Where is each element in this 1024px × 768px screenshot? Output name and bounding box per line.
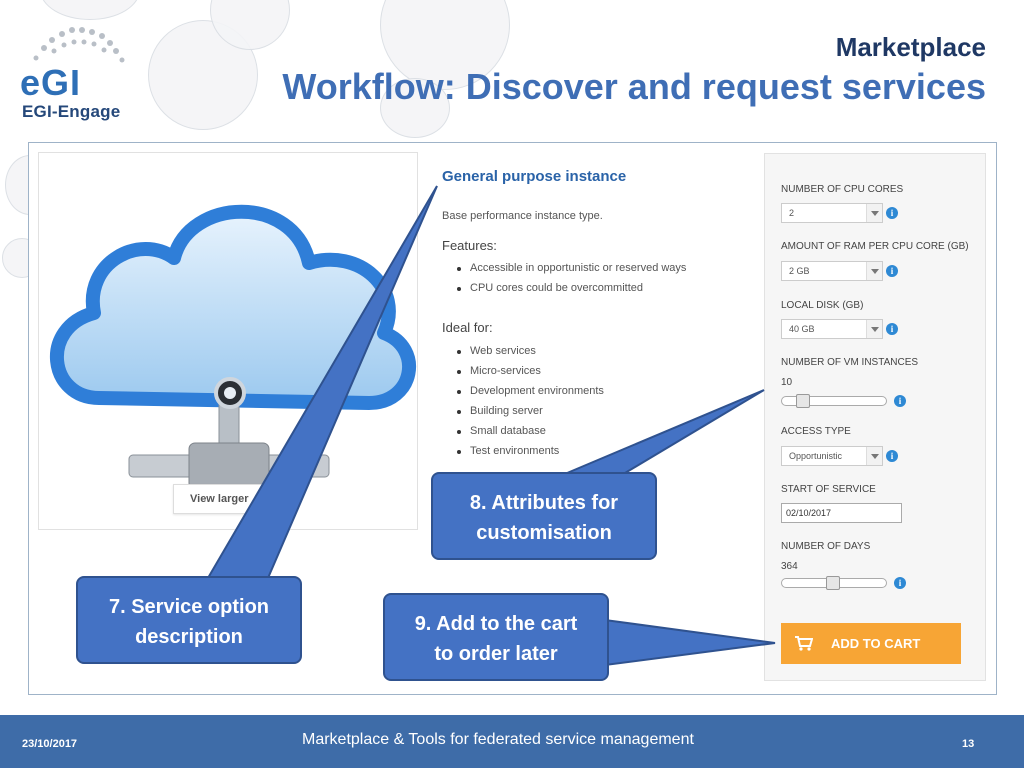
ideal-item: Micro-services bbox=[457, 365, 541, 377]
background-circle bbox=[40, 0, 140, 20]
local-disk-label: LOCAL DISK (GB) bbox=[781, 300, 864, 311]
ideal-item: Small database bbox=[457, 425, 546, 437]
start-of-service-label: START OF SERVICE bbox=[781, 484, 876, 495]
footer-title: Marketplace & Tools for federated servic… bbox=[302, 731, 694, 748]
ram-label: AMOUNT OF RAM PER CPU CORE (GB) bbox=[781, 241, 969, 252]
vm-instances-slider[interactable] bbox=[781, 394, 887, 408]
configuration-panel bbox=[764, 153, 986, 681]
ideal-item: Development environments bbox=[457, 385, 604, 397]
callout-line: 8. Attributes for bbox=[469, 492, 619, 514]
slide-subtitle: Marketplace bbox=[835, 32, 986, 62]
feature-item: CPU cores could be overcommitted bbox=[456, 282, 644, 294]
info-icon[interactable]: i bbox=[886, 450, 898, 462]
cart-icon bbox=[795, 636, 813, 651]
cpu-cores-select[interactable]: 2 bbox=[781, 203, 883, 223]
background-circle bbox=[380, 78, 450, 138]
access-type-label: ACCESS TYPE bbox=[781, 426, 851, 437]
product-summary: Base performance instance type. bbox=[442, 210, 603, 222]
egi-logo: eGI EGI-Engage bbox=[14, 18, 134, 128]
number-of-days-slider[interactable] bbox=[781, 576, 887, 590]
slider-handle[interactable] bbox=[826, 576, 840, 590]
access-type-value: Opportunistic bbox=[789, 451, 843, 461]
local-disk-select[interactable]: 40 GB bbox=[781, 319, 883, 339]
cpu-cores-label: NUMBER OF CPU CORES bbox=[781, 184, 904, 195]
vm-instances-label: NUMBER OF VM INSTANCES bbox=[781, 357, 919, 368]
logo-dots-icon bbox=[33, 27, 125, 63]
info-icon[interactable]: i bbox=[886, 265, 898, 277]
vm-instances-value: 10 bbox=[781, 377, 793, 388]
ideal-item: Test environments bbox=[456, 445, 560, 457]
ideal-heading: Ideal for: bbox=[442, 320, 493, 335]
info-icon[interactable]: i bbox=[894, 395, 906, 407]
view-larger-button[interactable]: View larger bbox=[173, 484, 263, 514]
callout-line: description bbox=[135, 626, 243, 648]
product-name: General purpose instance bbox=[442, 168, 627, 185]
info-icon[interactable]: i bbox=[886, 323, 898, 335]
callout-service-description: 7. Service option description bbox=[76, 576, 302, 664]
callout-line: 7. Service option bbox=[108, 596, 270, 618]
callout-line: to order later bbox=[434, 643, 558, 665]
cloud-server-icon bbox=[50, 204, 417, 490]
page-number: 13 bbox=[962, 738, 975, 750]
callout-line: 9. Add to the cart bbox=[414, 613, 578, 635]
callout-line: customisation bbox=[476, 522, 612, 544]
callout-add-to-cart: 9. Add to the cart to order later bbox=[383, 593, 609, 681]
chevron-down-icon[interactable] bbox=[866, 320, 882, 338]
slide-title: Workflow: Discover and request services bbox=[282, 66, 986, 107]
ram-select[interactable]: 2 GB bbox=[781, 261, 883, 281]
add-to-cart-label: ADD TO CART bbox=[831, 636, 921, 651]
cpu-cores-value: 2 bbox=[789, 208, 795, 218]
logo-text: EGI-Engage bbox=[22, 102, 121, 121]
slide-footer: 23/10/2017 Marketplace & Tools for feder… bbox=[0, 715, 1024, 768]
chevron-down-icon[interactable] bbox=[866, 204, 882, 222]
number-of-days-label: NUMBER OF DAYS bbox=[781, 541, 871, 552]
info-icon[interactable]: i bbox=[886, 207, 898, 219]
footer-date: 23/10/2017 bbox=[22, 738, 78, 750]
access-type-select[interactable]: Opportunistic bbox=[781, 446, 883, 466]
callout-attributes: 8. Attributes for customisation bbox=[431, 472, 657, 560]
feature-item: Accessible in opportunistic or reserved … bbox=[456, 262, 687, 274]
ideal-item: Web services bbox=[457, 345, 536, 357]
local-disk-value: 40 GB bbox=[789, 324, 815, 334]
chevron-down-icon[interactable] bbox=[866, 262, 882, 280]
chevron-down-icon[interactable] bbox=[866, 447, 882, 465]
product-image-panel[interactable] bbox=[38, 152, 418, 530]
slider-handle[interactable] bbox=[796, 394, 810, 408]
start-of-service-input[interactable]: 02/10/2017 bbox=[781, 503, 902, 523]
info-icon[interactable]: i bbox=[894, 577, 906, 589]
ideal-item: Building server bbox=[457, 405, 543, 417]
add-to-cart-button[interactable]: ADD TO CART bbox=[781, 623, 961, 664]
features-heading: Features: bbox=[442, 238, 497, 253]
logo-mark: eGI bbox=[20, 62, 82, 103]
number-of-days-value: 364 bbox=[781, 561, 798, 572]
ram-value: 2 GB bbox=[789, 266, 810, 276]
